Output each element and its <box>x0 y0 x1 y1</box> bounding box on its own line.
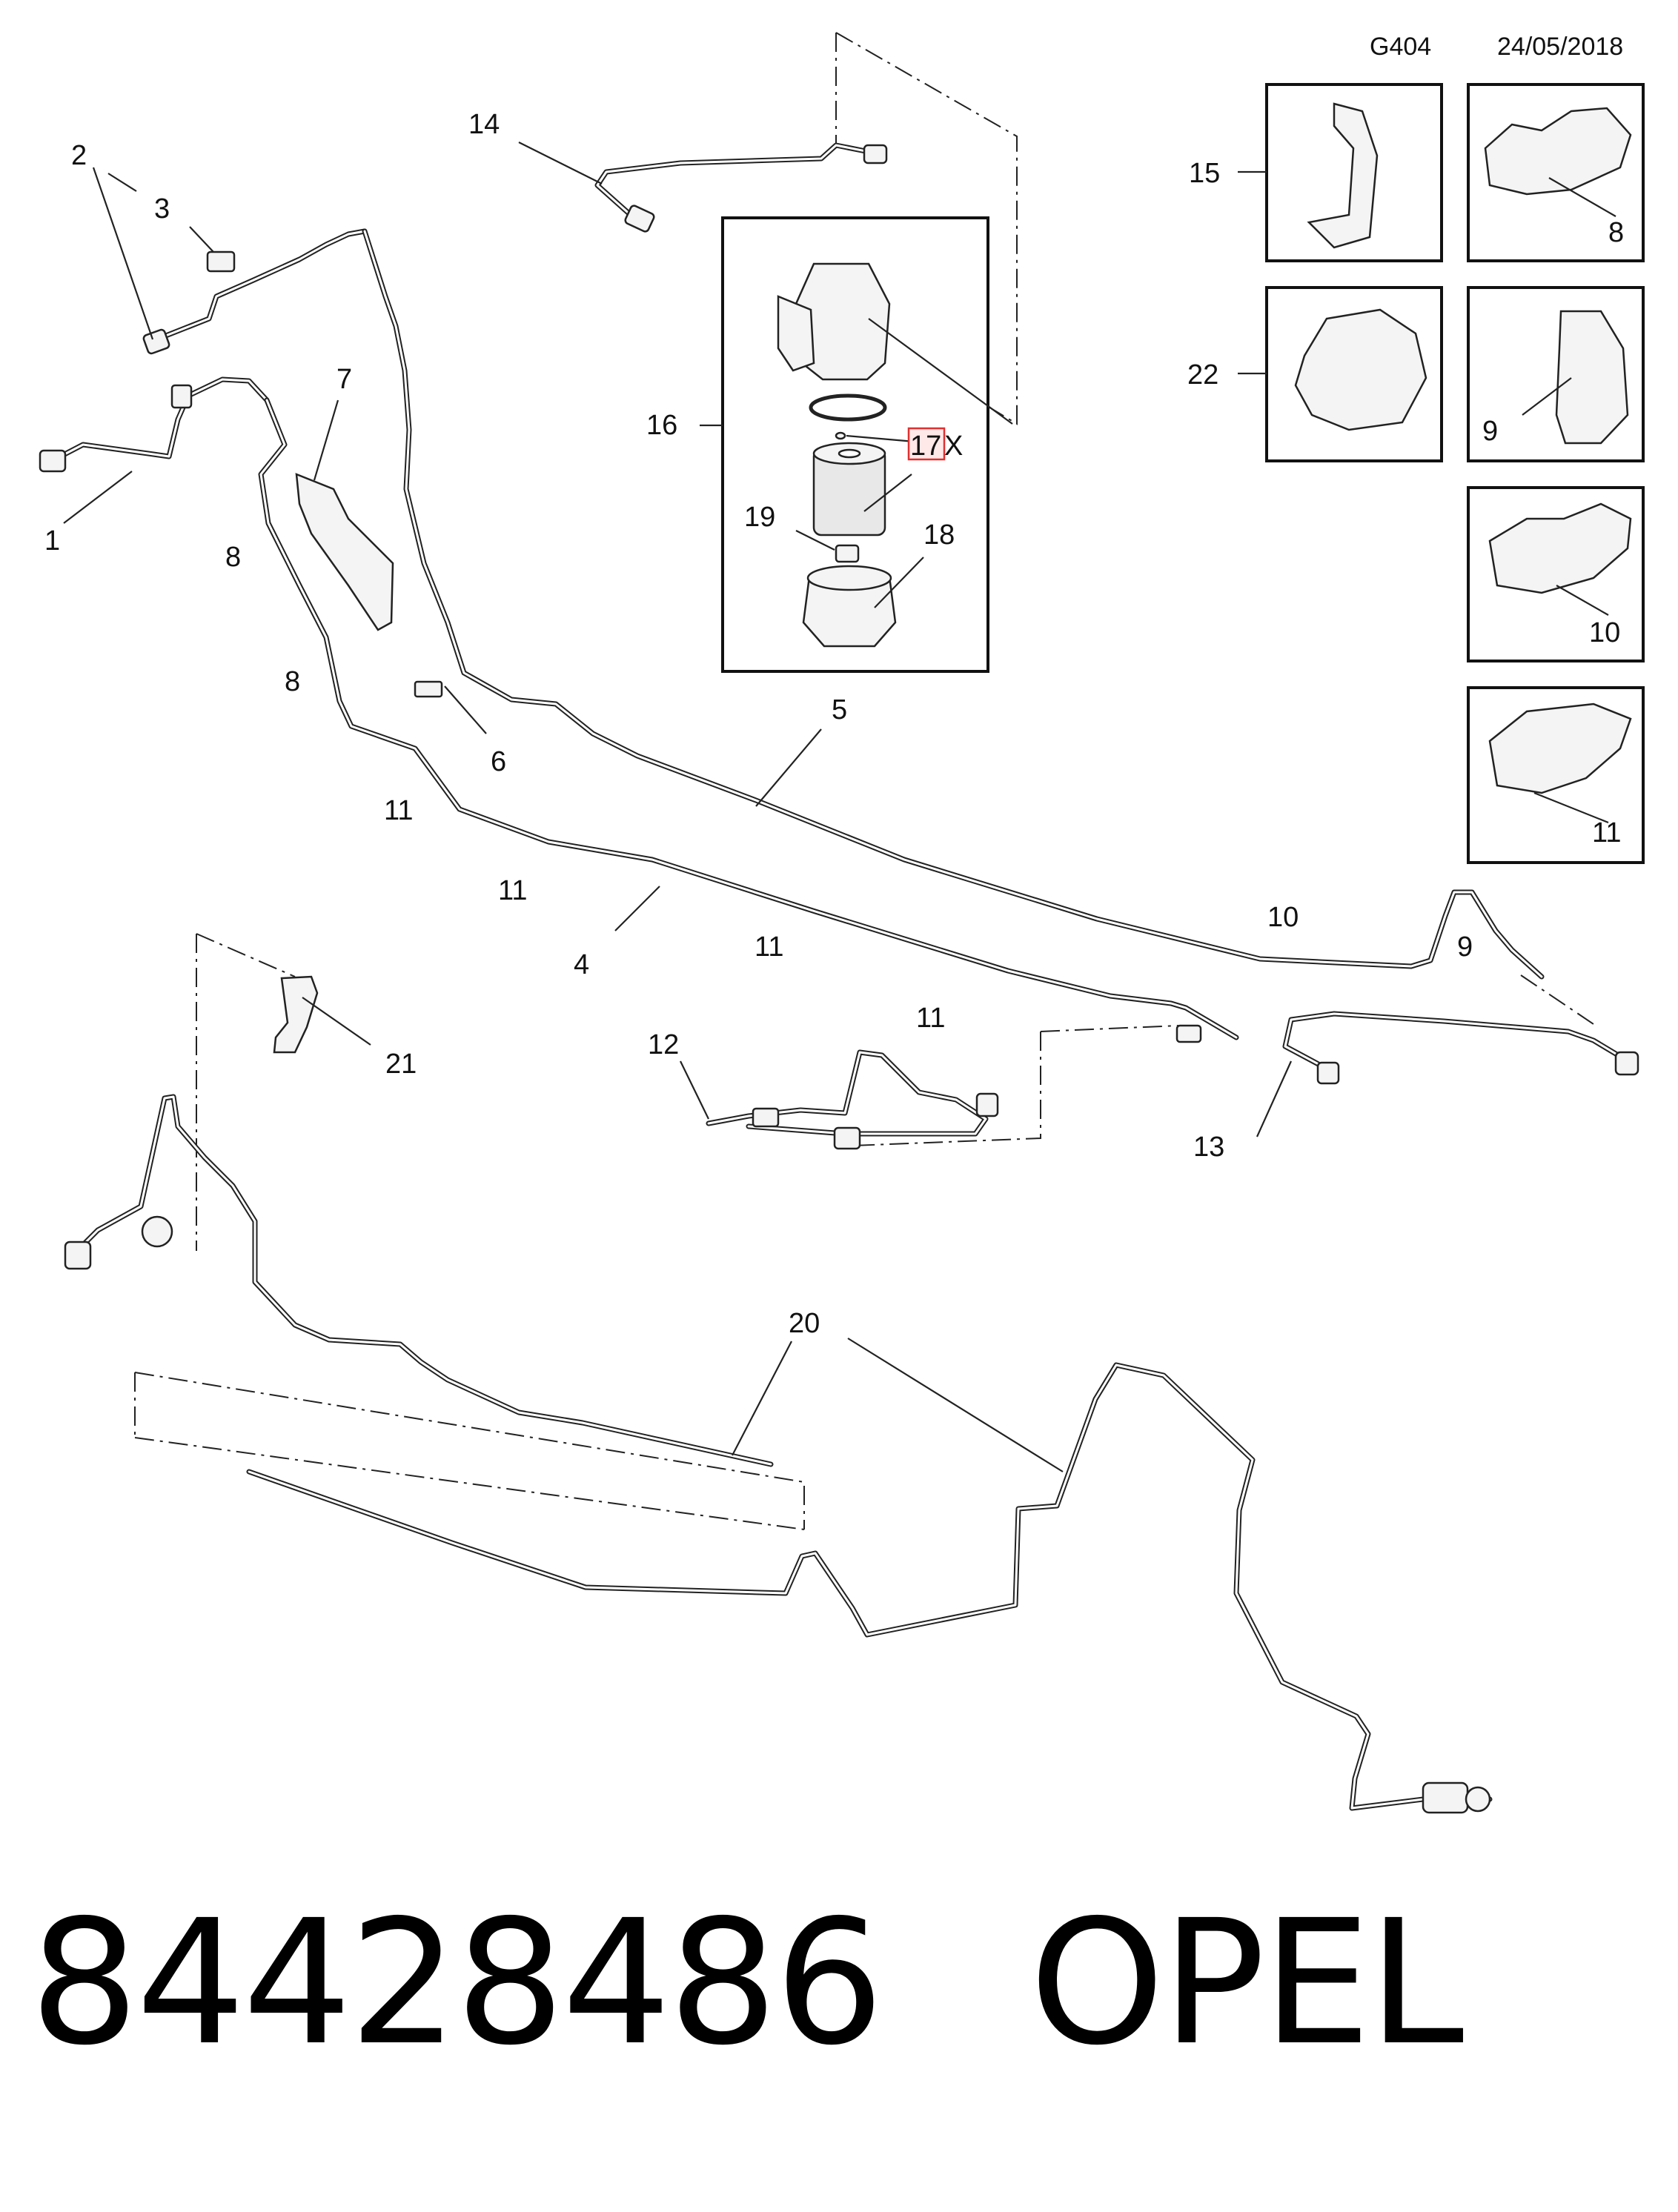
callout-10a: 10 <box>1267 902 1299 933</box>
callout-3: 3 <box>154 193 170 225</box>
callout-9a: 9 <box>1457 931 1473 963</box>
callout-11d: 11 <box>916 1003 945 1034</box>
callout-11a: 11 <box>384 795 413 826</box>
callout-14: 14 <box>468 109 500 140</box>
brand-name: OPEL <box>1029 1883 1464 2083</box>
callout-numbers: 2 3 1 14 7 8 8 6 5 11 11 4 11 11 10 9 12… <box>44 109 1624 1339</box>
detail-box-8 <box>1467 83 1645 262</box>
callout-13: 13 <box>1193 1132 1224 1163</box>
callout-8a: 8 <box>225 542 241 573</box>
callout-11c: 11 <box>755 931 783 963</box>
diagram-code: G404 <box>1370 33 1431 61</box>
callout-11b: 11 <box>498 875 527 906</box>
callout-20: 20 <box>789 1308 820 1339</box>
pipe-fittings <box>39 144 1639 1814</box>
callout-16: 16 <box>646 410 677 441</box>
callout-1: 1 <box>44 525 60 557</box>
callout-8-box: 8 <box>1608 217 1624 248</box>
callout-12: 12 <box>648 1029 679 1060</box>
callout-2: 2 <box>71 140 87 171</box>
callout-9-box: 9 <box>1482 416 1498 447</box>
callout-8b: 8 <box>285 666 300 697</box>
callout-6: 6 <box>491 746 506 777</box>
callout-7: 7 <box>336 364 352 395</box>
dashed-boundaries <box>134 32 1594 1530</box>
callout-17-highlight <box>907 427 946 461</box>
diagram-date: 24/05/2018 <box>1497 33 1623 61</box>
detail-box-15 <box>1238 83 1443 262</box>
callout-10-box: 10 <box>1589 617 1620 648</box>
callout-15: 15 <box>1189 158 1220 189</box>
callout-17: 17 <box>910 431 941 462</box>
callout-21: 21 <box>385 1049 417 1080</box>
callout-5: 5 <box>832 694 847 725</box>
part-number: 84428486 <box>30 1883 884 2083</box>
detail-box-9 <box>1467 286 1645 462</box>
callout-17-x: X <box>944 431 963 462</box>
callout-22: 22 <box>1187 359 1218 391</box>
callout-18: 18 <box>923 519 955 551</box>
detail-box-10 <box>1467 486 1645 662</box>
callout-19: 19 <box>744 502 775 533</box>
pipe-network <box>46 142 1634 1811</box>
leader-lines <box>63 142 1293 1472</box>
filter-assembly-box <box>700 216 1013 673</box>
footer: 84428486 OPEL <box>30 1883 1464 2083</box>
detail-box-22 <box>1238 286 1443 462</box>
detail-box-11 <box>1467 686 1645 864</box>
callout-11-box: 11 <box>1592 817 1621 848</box>
callout-4: 4 <box>574 949 589 980</box>
